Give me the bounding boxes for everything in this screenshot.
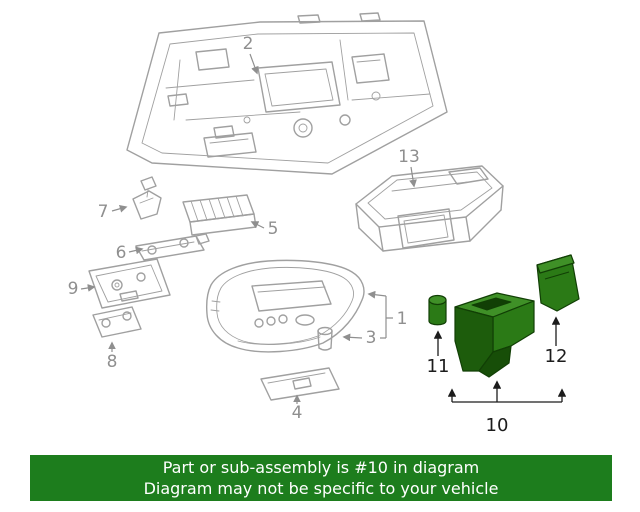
callout-13-leader: [409, 166, 417, 188]
callout-10: 10: [447, 380, 567, 436]
part-7-clip: [132, 176, 162, 220]
part-5-ribbed-bracket: [182, 194, 257, 236]
banner-line-1: Part or sub-assembly is #10 in diagram: [162, 457, 480, 477]
part-banner: Part or sub-assembly is #10 in diagram D…: [30, 455, 612, 501]
callout-5-leader: [250, 221, 265, 229]
callout-1-label: 1: [397, 309, 408, 329]
callout-7-label: 7: [98, 202, 109, 222]
callout-5-label: 5: [268, 219, 279, 239]
callout-9: 9: [68, 279, 96, 299]
callout-11-label: 11: [427, 356, 450, 377]
part-12-highlighted: [536, 254, 580, 312]
part-11-highlighted: [428, 294, 447, 326]
callout-4-label: 4: [292, 403, 303, 423]
part-2-roof-headliner: [126, 12, 448, 175]
callout-7: 7: [98, 202, 128, 222]
part-9-mounting-plate: [88, 258, 171, 309]
callout-4: 4: [292, 394, 303, 423]
callout-10-label: 10: [486, 415, 509, 436]
part-3-knob: [317, 326, 333, 351]
part-1-overhead-console: [205, 259, 365, 353]
callout-1-bracket: [380, 296, 393, 339]
callout-11: 11: [427, 330, 450, 377]
callout-6-label: 6: [116, 243, 127, 263]
callout-1: 1: [367, 290, 408, 339]
callout-9-leader: [80, 284, 96, 292]
callout-5: 5: [250, 219, 279, 239]
callout-2-leader: [249, 53, 259, 75]
callout-3: 3: [342, 328, 377, 348]
callout-6: 6: [116, 243, 144, 263]
callout-3-label: 3: [366, 328, 377, 348]
callout-13: 13: [398, 147, 420, 188]
part-4-trim-panel: [260, 367, 340, 401]
exploded-parts-diagram: 2 13 7 5 6 9 8: [68, 12, 580, 436]
part-6-bracket: [135, 233, 210, 261]
callout-6-leader: [128, 246, 144, 255]
part-8-bracket: [92, 306, 142, 338]
callout-9-label: 9: [68, 279, 79, 299]
banner-line-2: Diagram may not be specific to your vehi…: [143, 479, 499, 498]
callout-12: 12: [545, 316, 568, 367]
callout-7-leader: [111, 204, 128, 213]
callout-8: 8: [107, 341, 118, 372]
callout-3-leader: [342, 333, 363, 342]
callout-8-label: 8: [107, 352, 118, 372]
part-10-highlighted: [454, 292, 535, 378]
callout-2: 2: [243, 34, 259, 75]
callout-13-label: 13: [398, 147, 420, 167]
callout-1-leader: [367, 290, 387, 299]
callout-12-label: 12: [545, 346, 568, 367]
callout-2-label: 2: [243, 34, 254, 54]
part-13-console-housing: [355, 165, 504, 252]
